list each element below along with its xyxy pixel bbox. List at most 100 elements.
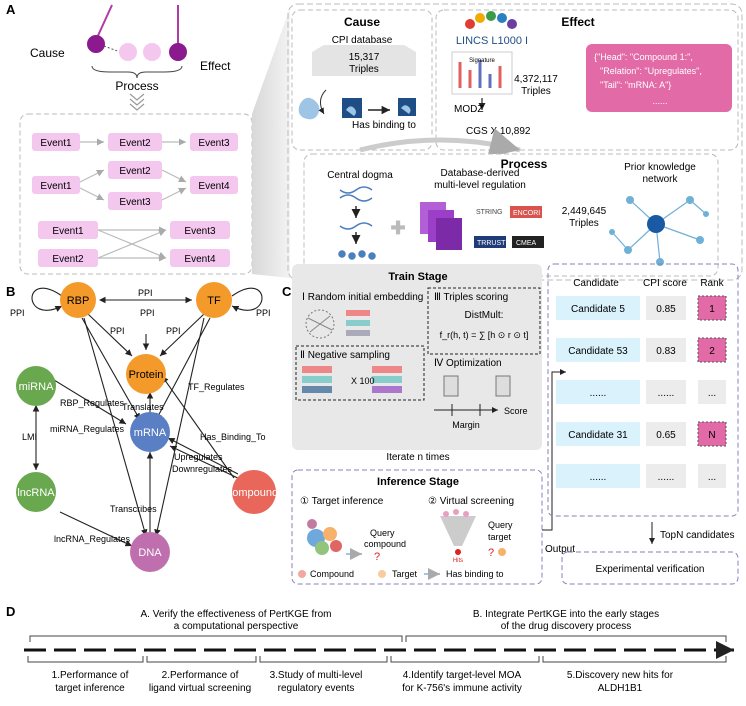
event-nodes: Event1 Event2 Event3 Event1 Event2 Event… bbox=[32, 133, 238, 267]
event-node: Event3 bbox=[119, 197, 151, 208]
edge-label: Has_Binding_To bbox=[200, 432, 266, 442]
multi-level-regulation-label: multi-level regulation bbox=[434, 180, 526, 191]
kg-edge-labels: PPI PPI PPI PPI PPI PPI RBP_Regulates mi… bbox=[10, 288, 271, 544]
cpi-score: ...... bbox=[658, 388, 675, 399]
table-header: CPI score bbox=[643, 278, 687, 289]
json-line: ...... bbox=[652, 96, 667, 106]
signature-illustration bbox=[451, 51, 513, 110]
edge-label: PPI bbox=[110, 326, 125, 336]
rank-cell-bg bbox=[698, 464, 726, 488]
step-subtitle: for K-756's immune activity bbox=[402, 683, 522, 694]
json-line: "Relation": "Upregulates", bbox=[600, 66, 702, 76]
candidate-name: Candidate 53 bbox=[568, 346, 628, 357]
cause-box-title: Cause bbox=[344, 15, 380, 29]
network-icon bbox=[609, 196, 709, 266]
lincs-label: LINCS L1000 I bbox=[456, 35, 528, 47]
edge-label: lncRNA_Regulates bbox=[54, 534, 131, 544]
step-title: 4.Identify target-level MOA bbox=[403, 670, 522, 681]
cpi-score: 0.65 bbox=[656, 430, 676, 441]
phase-b-subtitle: of the drug discovery process bbox=[501, 621, 632, 632]
signature-label: Signature bbox=[469, 58, 495, 64]
candidate-cell-bg bbox=[556, 422, 640, 446]
x100-label: X 100 bbox=[351, 376, 375, 386]
candidate-cell-bg bbox=[556, 296, 640, 320]
node-mirna bbox=[16, 366, 56, 406]
phase-a-subtitle: a computational perspective bbox=[174, 621, 299, 632]
score-cell-bg bbox=[646, 296, 686, 320]
event-node: Event1 bbox=[40, 181, 72, 192]
query-target-label-2: target bbox=[488, 532, 512, 542]
rank-value: 1 bbox=[709, 304, 715, 315]
candidate-cell-bg bbox=[556, 338, 640, 362]
optimization-illustration bbox=[434, 375, 511, 416]
rank-cell-bg bbox=[698, 380, 726, 404]
encori-logo: ENCORI bbox=[513, 210, 540, 217]
output-label: Output bbox=[545, 544, 575, 555]
rank-value: ... bbox=[708, 388, 716, 399]
event-node: Event2 bbox=[52, 254, 84, 265]
question-mark-icon: ? bbox=[488, 547, 494, 559]
step-subtitle: target inference bbox=[55, 683, 125, 694]
score-cell-bg bbox=[646, 464, 686, 488]
node-label: mRNA bbox=[134, 427, 167, 439]
cpi-score: ...... bbox=[658, 472, 675, 483]
event-arrows bbox=[79, 138, 187, 262]
phase-b-title: B. Integrate PertKGE into the early stag… bbox=[473, 609, 659, 620]
central-dogma-illustration bbox=[338, 186, 376, 260]
train-step-1: Ⅰ Random initial embedding bbox=[302, 292, 423, 303]
node-label: TF bbox=[207, 295, 221, 307]
edge-label: LMI bbox=[22, 432, 37, 442]
cpi-database-label: CPI database bbox=[332, 35, 393, 46]
json-line: {"Head": "Compound 1:", bbox=[594, 52, 693, 62]
candidate-cell-bg bbox=[556, 380, 640, 404]
virtual-screening-illustration bbox=[440, 509, 476, 555]
modz-label: MODZ bbox=[454, 104, 483, 115]
legend-binding: Has binding to bbox=[446, 569, 504, 579]
database-logos: STRING ENCORI TRRUST CMEA bbox=[474, 206, 544, 248]
lincs-logo bbox=[465, 11, 517, 29]
process-box-title: Process bbox=[501, 157, 548, 171]
score-label: Score bbox=[504, 406, 528, 416]
phase-a-title: A. Verify the effectiveness of PertKGE f… bbox=[140, 609, 331, 620]
node-label: Protein bbox=[129, 369, 164, 381]
negative-sampling-illustration bbox=[302, 366, 402, 393]
edge-label: Transcribes bbox=[110, 504, 157, 514]
candidate-name: Candidate 5 bbox=[571, 304, 625, 315]
edge-label: RBP_Regulates bbox=[60, 398, 125, 408]
effect-label: Effect bbox=[200, 59, 231, 73]
event-node: Event3 bbox=[198, 138, 230, 149]
query-compound-label-2: compound bbox=[364, 539, 406, 549]
json-triple-text: {"Head": "Compound 1:", "Relation": "Upr… bbox=[594, 52, 702, 106]
node-protein bbox=[126, 354, 166, 394]
phase-brackets bbox=[29, 635, 727, 642]
edge-label: Downregulates bbox=[172, 464, 233, 474]
train-step-3: Ⅲ Triples scoring bbox=[434, 292, 508, 303]
edge-label: PPI bbox=[140, 308, 155, 318]
step-subtitle: ligand virtual screening bbox=[149, 683, 251, 694]
table-header: Candidate bbox=[573, 278, 619, 289]
rank-cell-bg bbox=[697, 295, 727, 321]
edge-label: Translates bbox=[122, 402, 164, 412]
inference-step-2: ② Virtual screening bbox=[428, 496, 514, 507]
iterate-label: Iterate n times bbox=[386, 452, 449, 463]
prior-network-label-2: network bbox=[642, 174, 678, 185]
plus-icon: ✚ bbox=[390, 218, 405, 238]
candidate-name: ...... bbox=[590, 472, 607, 483]
train-step-4: Ⅳ Optimization bbox=[434, 358, 502, 369]
question-mark-icon: ? bbox=[374, 551, 380, 563]
panel-label-b: B bbox=[6, 284, 15, 299]
protein-binding-illustration bbox=[298, 89, 416, 120]
rank-value: ... bbox=[708, 472, 716, 483]
effect-circle bbox=[169, 43, 187, 61]
table-row: ............... bbox=[556, 464, 726, 488]
edge-label: Upregulates bbox=[174, 452, 223, 462]
candidate-name: ...... bbox=[590, 388, 607, 399]
prior-network-label: Prior knowledge bbox=[624, 162, 696, 173]
cgs-label: CGS X 10,892 bbox=[466, 126, 531, 137]
step-bracket bbox=[146, 656, 257, 663]
score-cell-bg bbox=[646, 380, 686, 404]
cause-effect-arc bbox=[359, 128, 521, 158]
